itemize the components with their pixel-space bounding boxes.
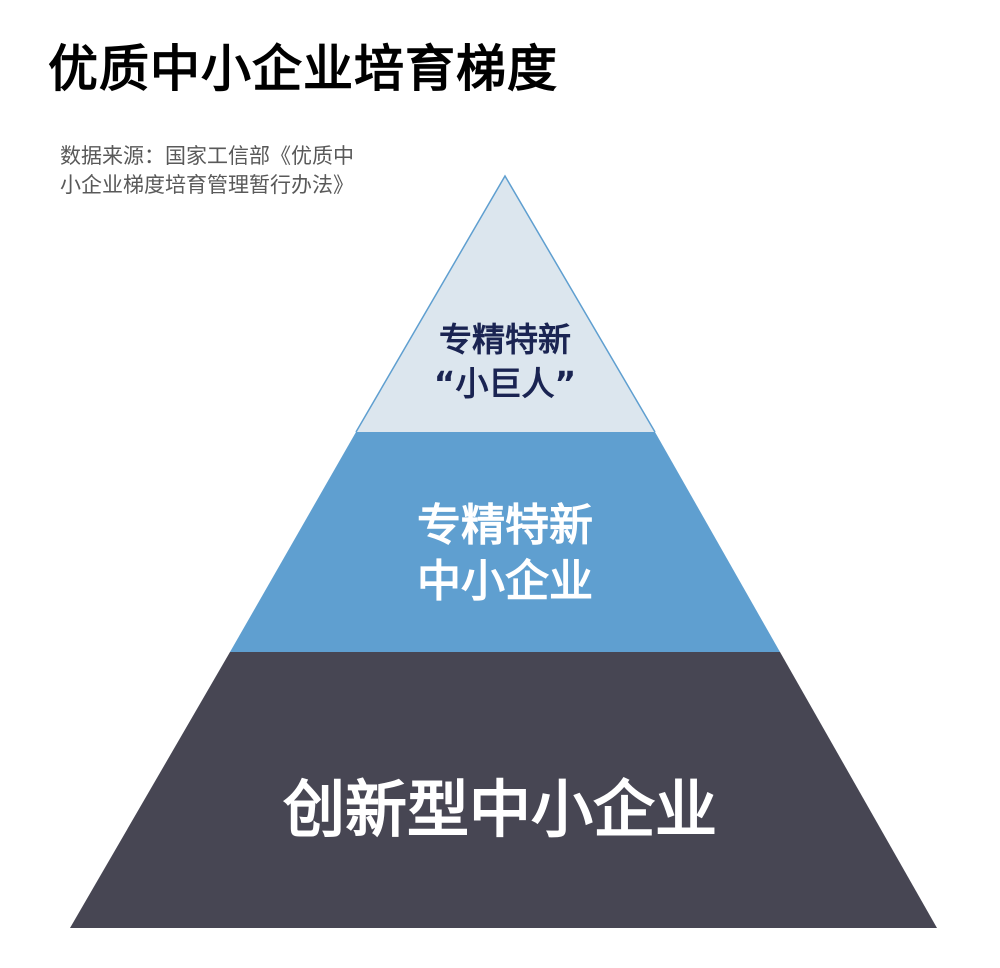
diagram-title: 优质中小企业培育梯度 xyxy=(48,40,558,98)
source-note: 数据来源：国家工信部《优质中小企业梯度培育管理暂行办法》 xyxy=(60,144,354,197)
pyramid-tier-middle xyxy=(230,432,780,652)
pyramid-top-outline xyxy=(355,174,656,433)
tier-top-label: 专精特新 “小巨人” xyxy=(380,318,630,406)
tier-middle-label: 专精特新 中小企业 xyxy=(350,498,660,610)
pyramid-tier-top xyxy=(356,176,655,432)
tier-top-label-line-1: 专精特新 xyxy=(439,320,571,359)
tier-bottom-label-line-1: 创新型中小企业 xyxy=(282,773,717,846)
tier-middle-label-line-2: 中小企业 xyxy=(417,556,593,607)
tier-top-label-line-2: “小巨人” xyxy=(433,364,577,403)
tier-middle-label-line-1: 专精特新 xyxy=(417,500,593,551)
pyramid-tier-bottom xyxy=(70,652,937,928)
tier-bottom-label: 创新型中小企业 xyxy=(230,770,770,850)
